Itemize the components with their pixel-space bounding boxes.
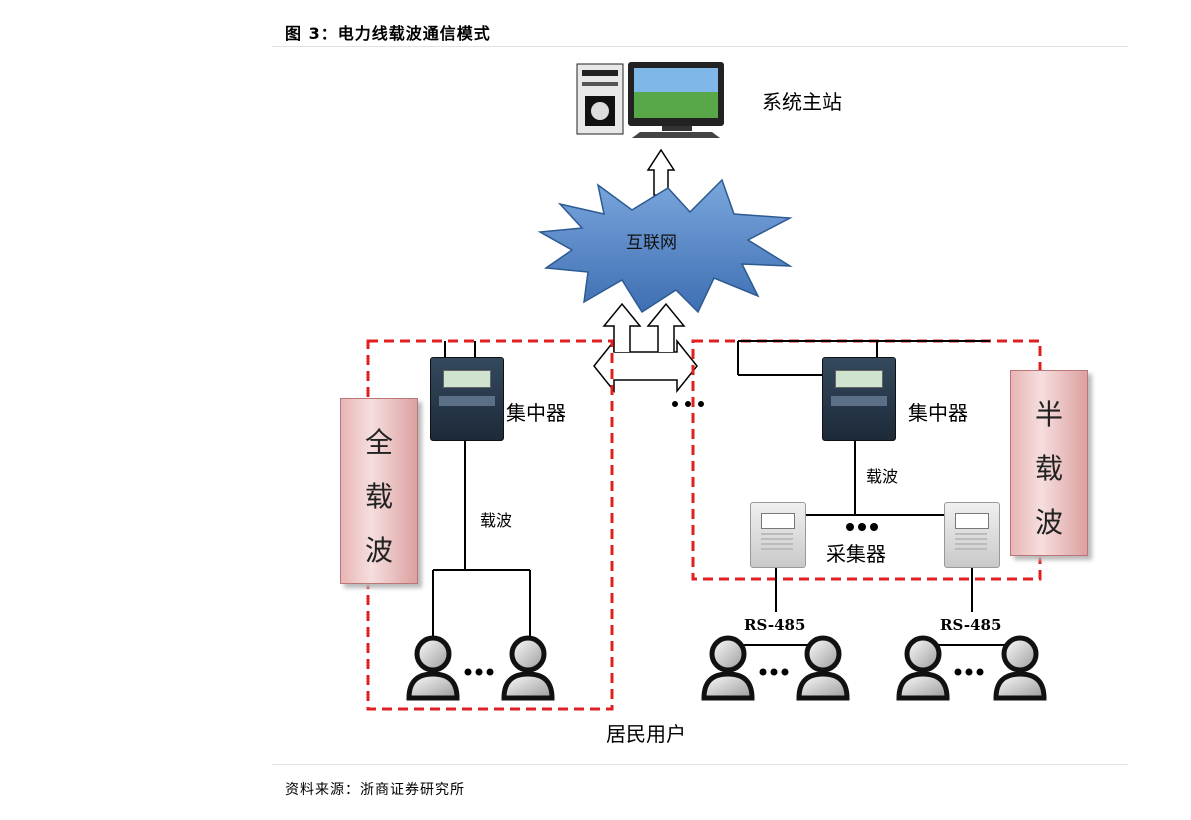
double-arrow-vertical <box>602 302 642 352</box>
half-carrier-label-box: 半 载 波 <box>1010 370 1088 556</box>
full-carrier-char: 载 <box>364 480 393 513</box>
rs485-label-right: RS-485 <box>940 616 1002 634</box>
double-arrow-left-right <box>593 338 698 394</box>
concentrator-meter-icon <box>430 357 504 441</box>
carrier-link-label-right: 载波 <box>866 467 899 486</box>
concentrator-label-right: 集中器 <box>908 401 968 425</box>
internet-cloud <box>537 178 793 314</box>
computer-icon <box>576 62 724 138</box>
half-carrier-wiring <box>728 340 1020 646</box>
bottom-rule <box>272 764 1128 765</box>
source-note: 资料来源：浙商证券研究所 <box>285 782 465 798</box>
full-carrier-label-box: 全 载 波 <box>340 398 418 584</box>
concentrator-label-left: 集中器 <box>506 401 566 425</box>
collector-label: 采集器 <box>826 542 886 566</box>
up-arrow <box>646 148 676 196</box>
collector-device-icon <box>750 502 806 568</box>
top-rule <box>272 46 1128 47</box>
carrier-link-label-left: 载波 <box>480 511 513 530</box>
concentrator-meter-icon <box>822 357 896 441</box>
full-carrier-char: 全 <box>364 426 393 459</box>
full-carrier-wiring <box>432 341 531 640</box>
collector-device-icon <box>944 502 1000 568</box>
internet-label: 互联网 <box>626 233 677 253</box>
figure-title: 图 3：电力线载波通信模式 <box>285 24 491 43</box>
user-icon <box>409 638 1044 698</box>
half-carrier-char: 波 <box>1034 506 1063 539</box>
full-carrier-char: 波 <box>364 534 393 567</box>
master-station-label: 系统主站 <box>762 90 842 114</box>
half-carrier-char: 半 <box>1034 398 1063 431</box>
rs485-label-left: RS-485 <box>744 616 806 634</box>
residents-label: 居民用户 <box>606 722 686 746</box>
half-carrier-char: 载 <box>1034 452 1063 485</box>
ellipsis-dots <box>464 401 984 676</box>
